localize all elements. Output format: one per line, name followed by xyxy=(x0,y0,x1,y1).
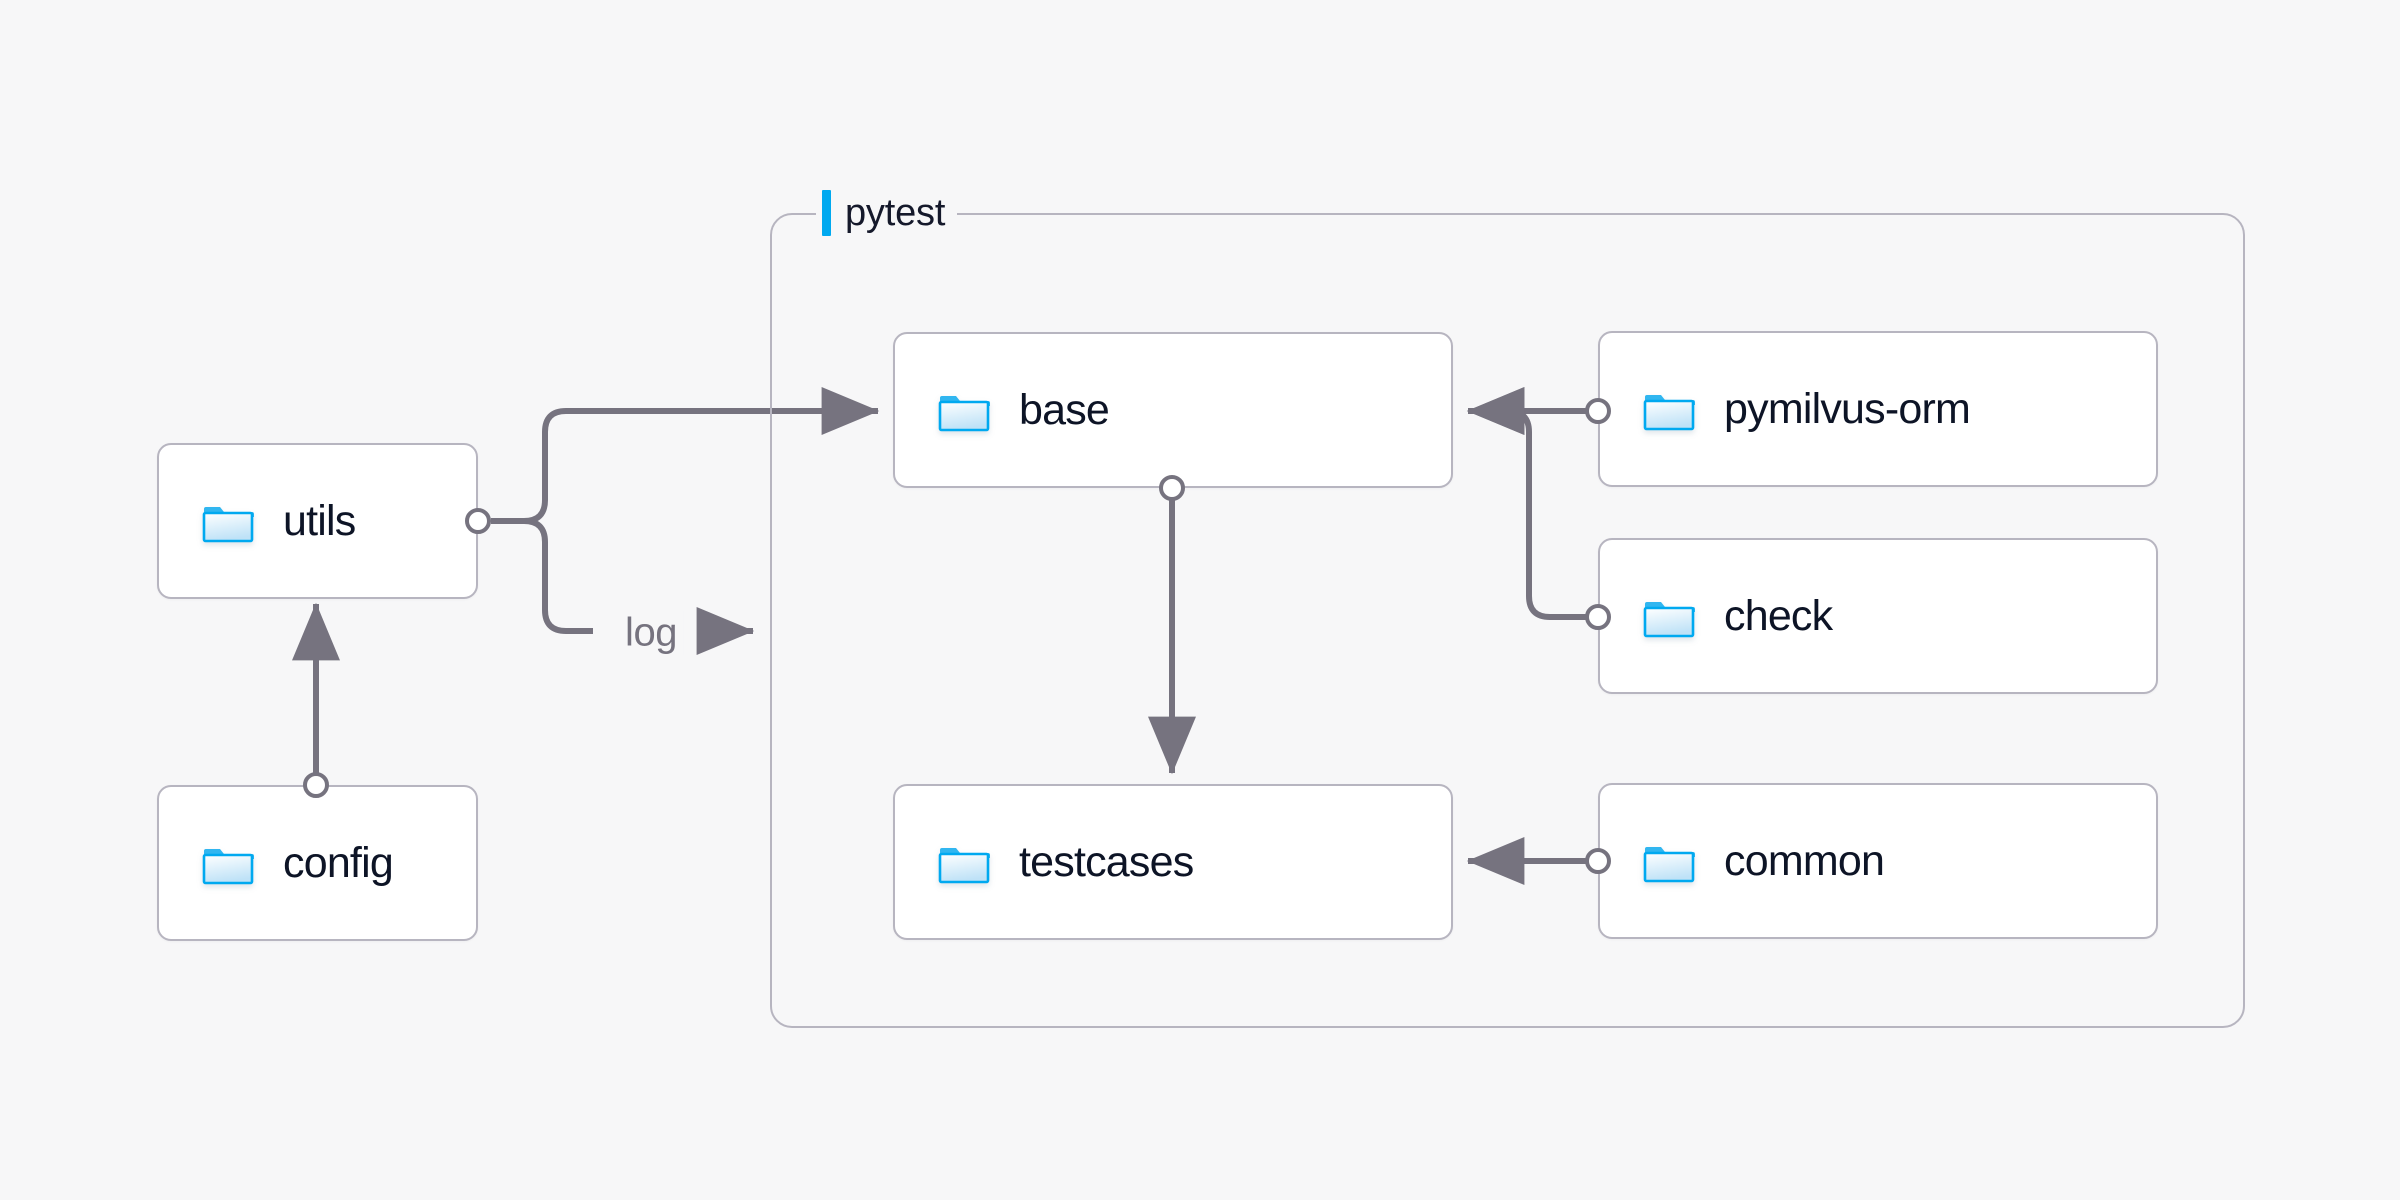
folder-icon xyxy=(1642,386,1696,432)
handle-common-left[interactable] xyxy=(1585,848,1611,874)
folder-icon xyxy=(201,840,255,886)
node-label: testcases xyxy=(1019,837,1194,886)
node-utils[interactable]: utils xyxy=(157,443,478,599)
node-base[interactable]: base xyxy=(893,332,1453,488)
pytest-group-label-text: pytest xyxy=(845,191,946,234)
handle-pymilvus-orm-left[interactable] xyxy=(1585,398,1611,424)
handle-utils-right[interactable] xyxy=(465,508,491,534)
folder-icon xyxy=(937,839,991,885)
edge-utils-to-pytest-log xyxy=(491,518,593,634)
node-pymilvus-orm[interactable]: pymilvus-orm xyxy=(1598,331,2158,487)
folder-icon xyxy=(1642,838,1696,884)
node-label: check xyxy=(1724,591,1833,640)
node-label: config xyxy=(283,838,394,887)
pytest-group-container[interactable] xyxy=(770,213,2245,1028)
node-common[interactable]: common xyxy=(1598,783,2158,939)
node-testcases[interactable]: testcases xyxy=(893,784,1453,940)
node-label: common xyxy=(1724,836,1885,885)
node-check[interactable]: check xyxy=(1598,538,2158,694)
folder-icon xyxy=(1642,593,1696,639)
folder-icon xyxy=(937,387,991,433)
pytest-group-label: pytest xyxy=(816,187,958,239)
edge-label-log: log xyxy=(619,610,683,656)
node-label: utils xyxy=(283,496,356,545)
node-label: pymilvus-orm xyxy=(1724,384,1971,433)
handle-config-top[interactable] xyxy=(303,772,329,798)
node-config[interactable]: config xyxy=(157,785,478,941)
group-accent-bar xyxy=(822,190,831,236)
node-label: base xyxy=(1019,385,1110,434)
handle-base-bottom[interactable] xyxy=(1159,475,1185,501)
folder-icon xyxy=(201,498,255,544)
handle-check-left[interactable] xyxy=(1585,604,1611,630)
